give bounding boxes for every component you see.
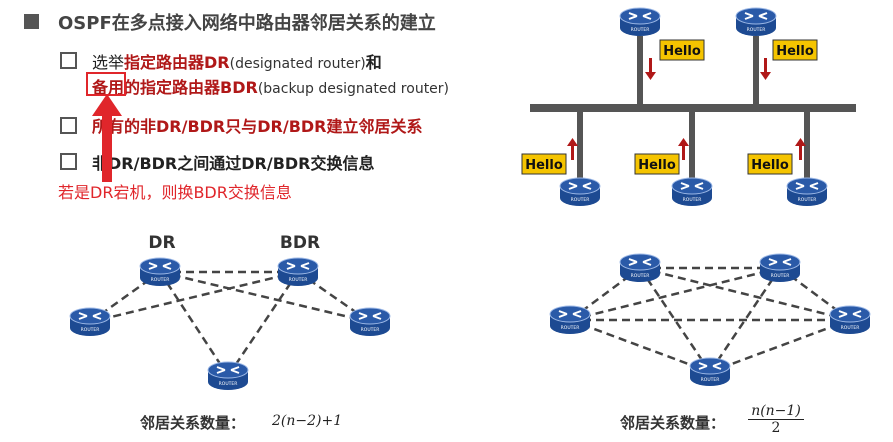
- bullet-3-text: 非DR/BDR之间通过DR/BDR交换信息: [92, 154, 375, 173]
- bullet-1-red-a: 备用: [92, 78, 125, 97]
- full-mesh-diagram: ROUTER ROUTER ROUTER ROUTER ROUTER: [549, 253, 871, 386]
- hello-label-3: Hello: [525, 158, 563, 173]
- hello-label-5: Hello: [751, 158, 789, 173]
- slide-title: OSPF在多点接入网络中路由器邻居关系的建立: [58, 13, 436, 34]
- hello-box-3: Hello: [521, 153, 567, 175]
- router-icon-bus-1-label: ROUTER: [631, 27, 650, 33]
- router-icon-right-2: ROUTER: [759, 253, 801, 282]
- arrow-up-3: [795, 138, 806, 160]
- bullet-1-text: 选举指定路由器DR(designated router)和: [92, 49, 382, 73]
- drop-lower-3: [804, 112, 810, 184]
- router-icon-left-4: ROUTER: [349, 307, 391, 336]
- checkbox-bullet-2: [60, 117, 77, 134]
- annotation-text: 若是DR宕机，则换BDR交换信息: [58, 183, 292, 202]
- hello-label-1: Hello: [663, 44, 701, 59]
- router-icon-right-3: ROUTER: [549, 305, 591, 334]
- hello-box-4: Hello: [634, 153, 680, 175]
- router-icon-bus-3: ROUTER: [559, 177, 601, 206]
- pointer-arrow: [92, 94, 122, 182]
- router-icon-left-5-label: ROUTER: [219, 381, 238, 387]
- router-icon-bus-3-label: ROUTER: [571, 197, 590, 203]
- router-icon-left-3-label: ROUTER: [81, 327, 100, 333]
- router-icon-bus-5: ROUTER: [786, 177, 828, 206]
- router-icon-bus-4: ROUTER: [671, 177, 713, 206]
- router-icon-right-4-label: ROUTER: [841, 325, 860, 331]
- arrow-down-1: [645, 58, 656, 80]
- full-mesh-links: [569, 266, 851, 374]
- bullet-1-mid: 和: [365, 53, 382, 72]
- router-icon-right-1: ROUTER: [619, 253, 661, 282]
- left-caption: 邻居关系数量：: [140, 414, 246, 432]
- hello-label-2: Hello: [776, 44, 814, 59]
- router-icon-right-5-label: ROUTER: [701, 377, 720, 383]
- highlight-box: [86, 72, 126, 96]
- mesh-links: [89, 270, 371, 377]
- router-icon-bus-5-label: ROUTER: [798, 197, 817, 203]
- router-icon-bus-1: ROUTER: [619, 7, 661, 36]
- drop-lower-2: [689, 112, 695, 184]
- title-bullet-square: [24, 14, 39, 29]
- router-icon-left-4-label: ROUTER: [361, 327, 380, 333]
- left-formula: 2(n−2)+1: [272, 413, 343, 429]
- right-formula: n(n−1) 2: [748, 403, 804, 436]
- router-icon-bus-2: ROUTER: [735, 7, 777, 36]
- checkbox-bullet-3: [60, 153, 77, 170]
- router-icon-right-4: ROUTER: [829, 305, 871, 334]
- bdr-label: BDR: [280, 233, 320, 253]
- right-formula-numerator: n(n−1): [748, 403, 804, 420]
- router-icon-right-3-label: ROUTER: [561, 325, 580, 331]
- bullet-1-line2: 备用的指定路由器BDR(backup designated router): [92, 74, 449, 98]
- hello-box-1: Hello: [659, 39, 705, 61]
- drop-upper-1: [637, 36, 643, 106]
- drop-lower-1: [577, 112, 583, 184]
- bullet-1-paren2: (backup designated router): [257, 81, 450, 97]
- dr-label: DR: [148, 233, 175, 253]
- hello-box-5: Hello: [747, 153, 793, 175]
- arrow-down-2: [760, 58, 771, 80]
- router-icon-left-5: ROUTER: [207, 361, 249, 390]
- arrow-up-2: [678, 138, 689, 160]
- right-caption: 邻居关系数量：: [620, 414, 726, 432]
- arrow-up-1: [567, 138, 578, 160]
- bullet-1-paren: (designated router): [229, 56, 366, 72]
- hello-box-2: Hello: [772, 39, 818, 61]
- hello-label-4: Hello: [638, 158, 676, 173]
- bullet-2-text: 所有的非DR/BDR只与DR/BDR建立邻居关系: [92, 117, 423, 136]
- router-icon-bus-2-label: ROUTER: [747, 27, 766, 33]
- router-icon-left-2-label: ROUTER: [289, 277, 308, 283]
- bullet-1-pre: 选举: [92, 53, 125, 72]
- bullet-1-red: 指定路由器DR: [124, 53, 230, 72]
- router-icon-left-1-label: ROUTER: [151, 277, 170, 283]
- bus-diagram: ROUTER ROUTER ROUTER ROUTER ROUTER Hello Hel…: [521, 7, 856, 206]
- bullet-1-red-b: 的指定路由器BDR: [124, 78, 258, 97]
- router-icon-right-1-label: ROUTER: [631, 273, 650, 279]
- dr-bdr-mesh-diagram: ROUTER ROUTER ROUTER ROUTER ROUTER DR BDR: [69, 233, 391, 390]
- checkbox-bullet-1: [60, 52, 77, 69]
- bus-line: [530, 104, 856, 112]
- right-formula-denominator: 2: [771, 420, 781, 436]
- drop-upper-2: [753, 36, 759, 106]
- router-icon-right-5: ROUTER: [689, 357, 731, 386]
- router-icon-left-3: ROUTER: [69, 307, 111, 336]
- router-icon-left-1: ROUTER: [139, 257, 181, 286]
- router-icon-bus-4-label: ROUTER: [683, 197, 702, 203]
- router-icon-left-2: ROUTER: [277, 257, 319, 286]
- router-icon-right-2-label: ROUTER: [771, 273, 790, 279]
